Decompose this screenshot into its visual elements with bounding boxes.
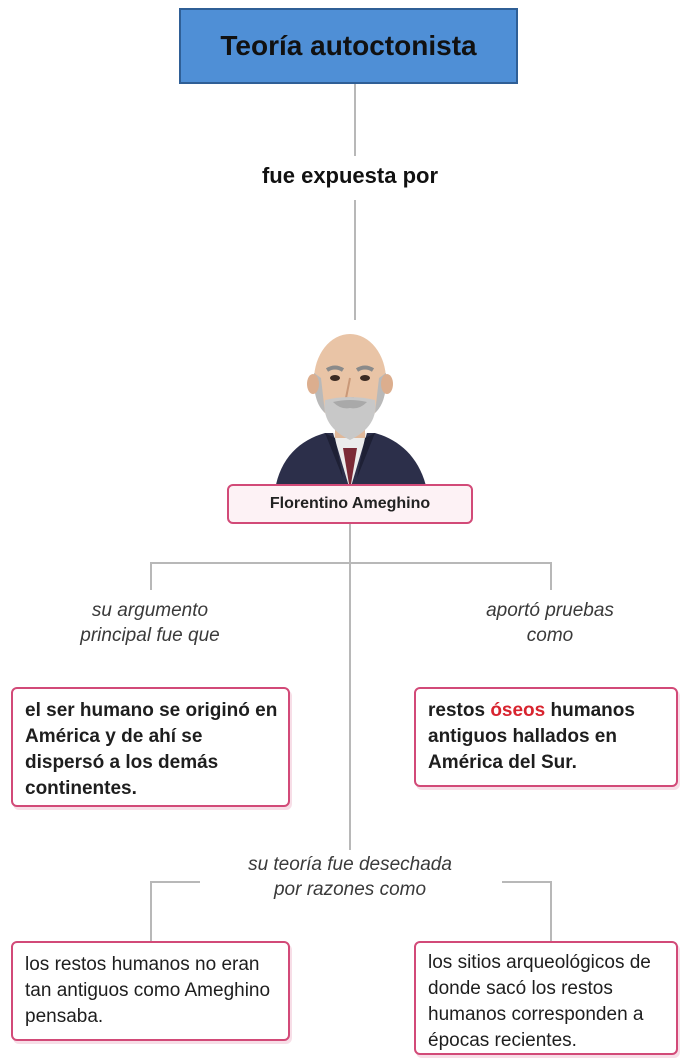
connector-top-horizontal — [150, 562, 552, 564]
connector-right-drop — [550, 562, 552, 590]
portrait-illustration — [275, 334, 427, 490]
title-text: Teoría autoctonista — [220, 30, 477, 61]
left-branch-label: su argumento principal fue que — [50, 598, 250, 648]
right-card-after: humanos antiguos hallados en América del… — [428, 700, 635, 773]
right-card-before: restos — [428, 700, 491, 721]
bottom-right-card: los sitios arqueológicos de donde sacó l… — [414, 941, 678, 1055]
connector-bottom-left-horizontal — [150, 881, 200, 883]
right-branch-card: restos óseos humanos antiguos hallados e… — [414, 687, 678, 787]
bottom-branch-label: su teoría fue desechada por razones como — [190, 852, 510, 902]
connector-link-portrait — [354, 200, 356, 320]
right-card-highlight: óseos — [490, 700, 546, 721]
person-name-box: Florentino Ameghino — [227, 484, 473, 524]
bottom-right-card-text: los sitios arqueológicos de donde sacó l… — [428, 952, 651, 1051]
right-branch-label: aportó pruebas como — [445, 598, 655, 648]
bottom-branch-label-line2: por razones como — [273, 879, 427, 900]
title-box: Teoría autoctonista — [179, 8, 518, 84]
connector-bottom-right-drop — [550, 881, 552, 941]
left-branch-card: el ser humano se originó en América y de… — [11, 687, 290, 807]
connector-bottom-right-horizontal — [502, 881, 552, 883]
right-branch-label-line1: aportó pruebas — [486, 600, 614, 621]
person-name: Florentino Ameghino — [269, 495, 431, 512]
left-branch-label-line1: su argumento — [91, 600, 209, 621]
connector-bottom-left-drop — [150, 881, 152, 941]
connector-left-drop — [150, 562, 152, 590]
left-branch-card-text: el ser humano se originó en América y de… — [25, 700, 278, 799]
bottom-left-card-text: los restos humanos no eran tan antiguos … — [25, 954, 271, 1027]
bottom-branch-label-line1: su teoría fue desechada — [248, 854, 452, 875]
link-exposed-by: fue expuesta por — [261, 163, 439, 188]
bottom-left-card: los restos humanos no eran tan antiguos … — [11, 941, 290, 1041]
right-branch-label-line2: como — [526, 625, 574, 646]
connector-name-trunk — [349, 524, 351, 850]
connector-title-link — [354, 84, 356, 156]
left-branch-label-line2: principal fue que — [80, 625, 220, 646]
